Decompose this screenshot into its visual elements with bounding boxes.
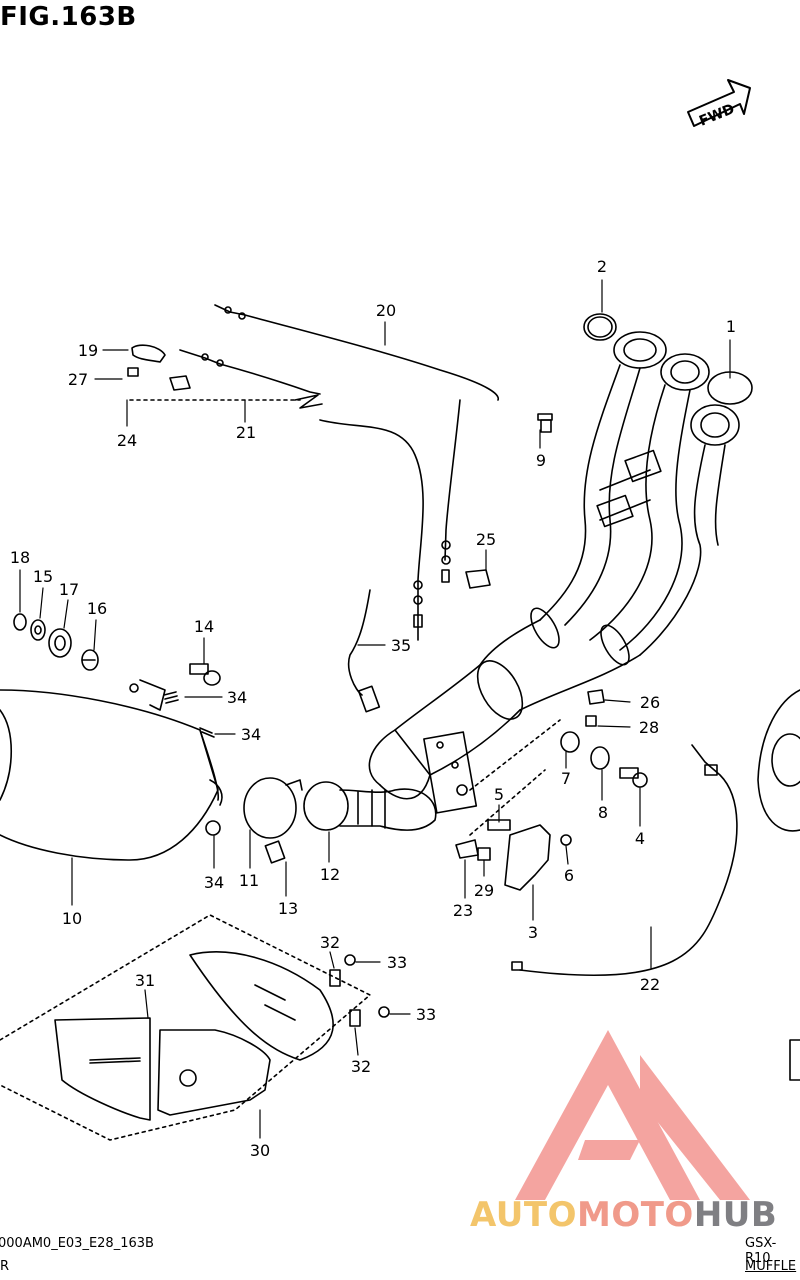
cover-assembly-30 (0, 914, 371, 1141)
bolt-9 (537, 413, 553, 433)
callout-1: 1 (726, 317, 736, 336)
callout-31: 31 (135, 971, 155, 990)
callout-15: 15 (33, 567, 53, 586)
callout-3: 3 (528, 923, 538, 942)
clamp-25 (465, 569, 491, 589)
callout-34a: 34 (227, 688, 247, 707)
watermark-part-1: AUTO (470, 1195, 577, 1235)
callout-34c: 34 (204, 873, 224, 892)
cable-22 (511, 744, 738, 977)
callout-24: 24 (117, 431, 137, 450)
footer-left-caption: R (0, 1259, 10, 1274)
callout-32a: 32 (320, 933, 340, 952)
callout-19: 19 (78, 341, 98, 360)
callout-34b: 34 (241, 725, 261, 744)
callout-35: 35 (391, 636, 411, 655)
muffler-body (0, 679, 223, 861)
gasket-ring (583, 313, 617, 341)
callout-12: 12 (320, 865, 340, 884)
figure-title: FIG.163B (0, 2, 137, 32)
callout-11: 11 (239, 871, 259, 890)
callout-14: 14 (194, 617, 214, 636)
callout-2: 2 (597, 257, 607, 276)
clamp-11 (243, 777, 303, 864)
callout-21: 21 (236, 423, 256, 442)
watermark-part-3: HUB (693, 1195, 778, 1235)
footer-diagram-code: 000AM0_E03_E28_163B (0, 1236, 154, 1251)
fwd-arrow-icon (687, 79, 751, 127)
callout-5: 5 (494, 785, 504, 804)
mount-hardware (560, 689, 648, 788)
callout-27: 27 (68, 370, 88, 389)
callout-8: 8 (598, 803, 608, 822)
callout-25: 25 (476, 530, 496, 549)
callout-20: 20 (376, 301, 396, 320)
washer-stack (13, 613, 99, 671)
footer-model: GSX-R10 (745, 1236, 777, 1266)
oxygen-sensor-35 (347, 589, 381, 713)
footer-caption: MUFFLE (745, 1259, 797, 1274)
callout-10: 10 (62, 909, 82, 928)
callout-22: 22 (640, 975, 660, 994)
exhaust-pipe-assembly (368, 331, 753, 814)
cable-20 (214, 304, 499, 583)
callout-29: 29 (474, 881, 494, 900)
callout-17: 17 (59, 580, 79, 599)
rubber-grommets-32 (329, 954, 390, 1027)
callout-33a: 33 (387, 953, 407, 972)
watermark-part-2: MOTO (576, 1195, 694, 1235)
leader-lines (19, 279, 731, 1139)
cable-21 (179, 349, 424, 641)
muffler-end-right (757, 689, 800, 1081)
callout-32b: 32 (351, 1057, 371, 1076)
callout-6: 6 (564, 866, 574, 885)
callout-33b: 33 (416, 1005, 436, 1024)
callout-30: 30 (250, 1141, 270, 1160)
callout-18: 18 (10, 548, 30, 567)
callout-16: 16 (87, 599, 107, 618)
watermark-text: AUTOMOTOHUB (470, 1195, 777, 1235)
connecting-pipe-12 (303, 781, 437, 831)
watermark-logo (515, 1030, 750, 1200)
callout-28: 28 (639, 718, 659, 737)
callout-4: 4 (635, 829, 645, 848)
callout-26: 26 (640, 693, 660, 712)
callout-7: 7 (561, 769, 571, 788)
bracket-24 (127, 344, 301, 401)
heat-cover-3 (455, 719, 572, 891)
callout-23: 23 (453, 901, 473, 920)
bolt-14 (189, 663, 221, 686)
callout-9: 9 (536, 451, 546, 470)
callout-13: 13 (278, 899, 298, 918)
springs-34 (163, 691, 221, 836)
